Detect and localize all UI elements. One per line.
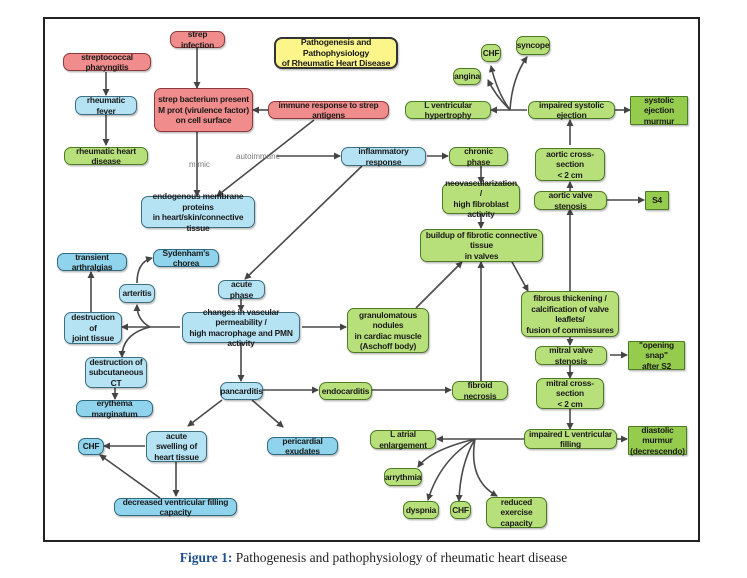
node-destruction-joint-tissue[interactable]: destruction of joint tissue (64, 312, 122, 344)
node-strep-bacterium[interactable]: strep bacterium present M prot (virulenc… (154, 88, 253, 132)
node-rheumatic-fever[interactable]: rheumatic fever (75, 95, 137, 116)
node-mitral-cross-section[interactable]: mitral cross-section < 2 cm (536, 378, 604, 409)
figure-label: Figure 1: (179, 550, 233, 565)
node-chronic-phase[interactable]: chronic phase (449, 146, 508, 167)
node-aortic-cross-section[interactable]: aortic cross-section < 2 cm (535, 148, 605, 181)
node-impaired-systolic-ejection[interactable]: impaired systolic ejection (528, 100, 615, 120)
node-neovascularization[interactable]: neovascularization / high fibroblast act… (442, 178, 520, 219)
node-arrythmia[interactable]: arrythmia (384, 468, 422, 486)
node-rheumatic-heart-disease[interactable]: rheumatic heart disease (64, 146, 148, 166)
node-pericardial-exudates[interactable]: pericardial exudates (267, 436, 338, 456)
node-s4[interactable]: S4 (645, 191, 669, 210)
node-granulomatous-nodules[interactable]: granulomatous nodules in cardiac muscle … (347, 308, 429, 353)
node-impaired-lv-filling[interactable]: impaired L ventricular filling (524, 429, 617, 449)
node-l-atrial-enlargement[interactable]: L atrial enlargement (370, 429, 436, 450)
node-endogenous-proteins[interactable]: endogenous membrane proteins in heart/sk… (141, 191, 255, 233)
node-streptococcal-pharyngitis[interactable]: streptococcal pharyngitis (63, 52, 151, 72)
node-angina[interactable]: angina (453, 68, 481, 85)
node-diastolic-murmur[interactable]: diastolic murmur (decrescendo) (628, 425, 687, 456)
node-chf-bottom[interactable]: CHF (450, 501, 471, 519)
node-aortic-valve-stenosis[interactable]: aortic valve stenosis (534, 190, 607, 211)
node-chf-left[interactable]: CHF (78, 438, 104, 455)
node-transient-arthralgias[interactable]: transient arthralgias (57, 252, 127, 272)
node-lv-hypertrophy[interactable]: L ventricular hypertrophy (405, 100, 491, 120)
node-opening-snap[interactable]: "opening snap" after S2 (628, 340, 685, 371)
node-destruction-subcutaneous[interactable]: destruction of subcutaneous CT (85, 357, 147, 388)
node-dyspnia[interactable]: dyspnia (403, 501, 439, 519)
node-fibrous-thickening[interactable]: fibrous thickening / calcification of va… (521, 291, 619, 337)
node-acute-swelling[interactable]: acute swelling of heart tissue (146, 431, 207, 462)
node-acute-phase[interactable]: acute phase (218, 279, 265, 300)
figure-caption: Figure 1: Pathogenesis and pathophysiolo… (0, 550, 747, 566)
node-mitral-valve-stenosis[interactable]: mitral valve stenosis (535, 345, 607, 366)
figure-caption-text: Pathogenesis and pathophysiology of rheu… (232, 550, 568, 565)
node-erythema-marginatum[interactable]: erythema marginatum (76, 398, 153, 419)
node-chf-top[interactable]: CHF (481, 44, 501, 62)
node-inflammatory-response[interactable]: inflammatory response (341, 146, 426, 167)
node-pancarditis[interactable]: pancarditis (220, 382, 263, 400)
diagram-frame (43, 17, 700, 542)
diagram-title: Pathogenesis and Pathophysiology of Rheu… (274, 37, 398, 69)
node-reduced-exercise-capacity[interactable]: reduced exercise capacity (486, 497, 547, 528)
node-endocarditis[interactable]: endocarditis (319, 382, 372, 400)
edge-label-autoimmune: autoimmune (236, 152, 281, 161)
node-strep-infection[interactable]: strep infection (170, 29, 225, 50)
node-vascular-changes[interactable]: changes in vascular permeability / high … (182, 307, 300, 348)
node-syncope[interactable]: syncope (516, 36, 550, 55)
node-fibroid-necrosis[interactable]: fibroid necrosis (452, 380, 508, 401)
node-immune-response[interactable]: immune response to strep antigens (268, 100, 389, 120)
node-arteritis[interactable]: arteritis (119, 284, 155, 303)
node-systolic-ejection-murmur[interactable]: systolic ejection murmur (630, 95, 688, 126)
node-sydenhams-chorea[interactable]: Sydenham's chorea (153, 248, 219, 268)
node-decreased-filling[interactable]: decreased ventricular filling capacity (114, 497, 237, 517)
node-fibrotic-buildup[interactable]: buildup of fibrotic connective tissue in… (420, 229, 543, 262)
edge-label-mimic: mimic (189, 160, 210, 169)
